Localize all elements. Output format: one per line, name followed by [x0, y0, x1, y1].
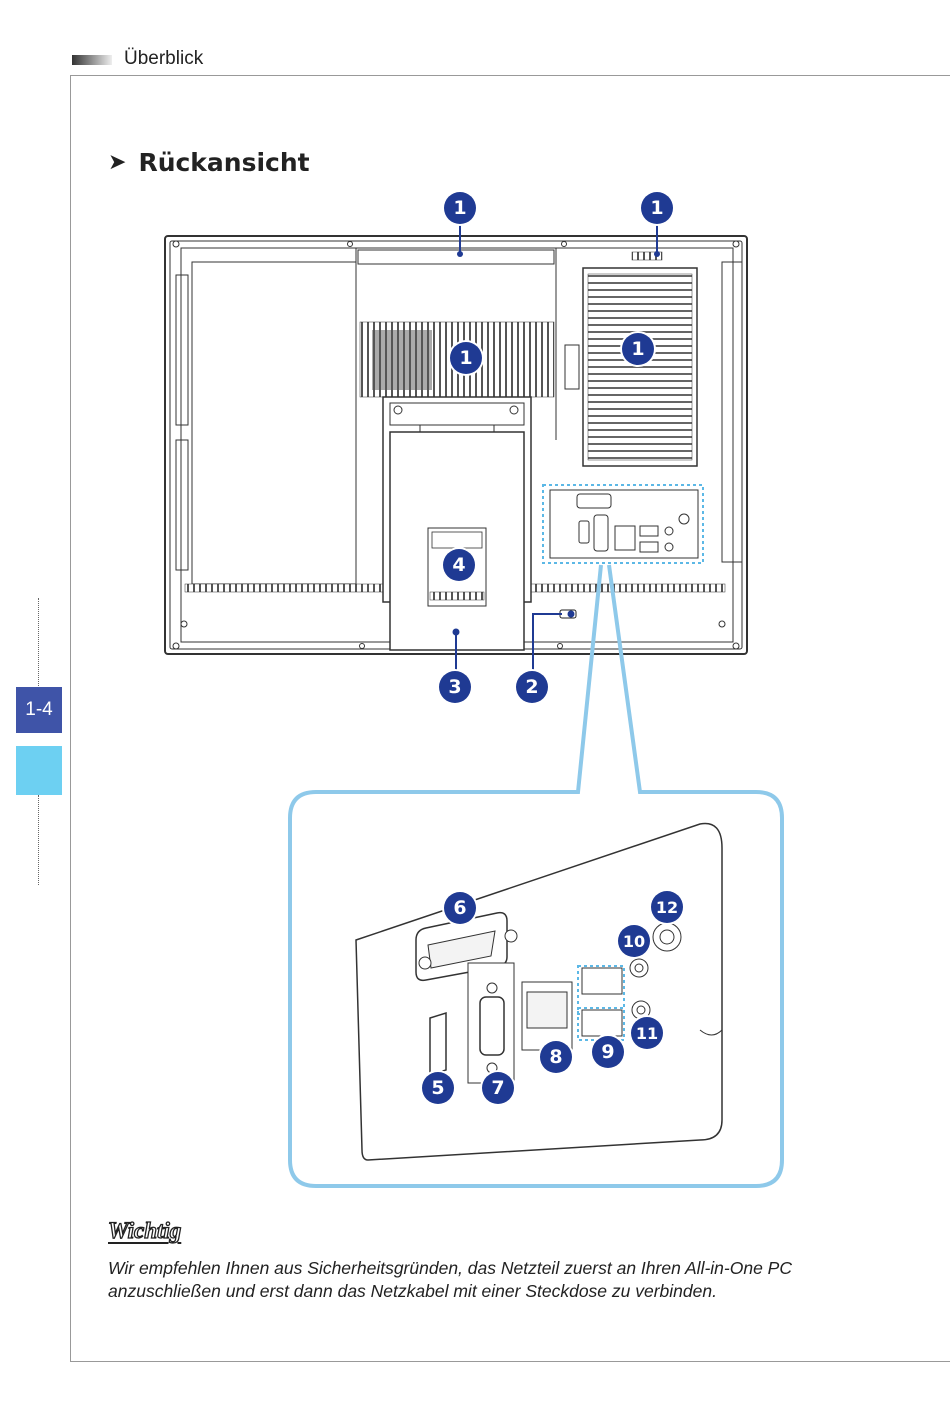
chapter-color-tab: [16, 746, 62, 795]
sidebar-dotted-line-bottom: [38, 795, 39, 885]
callout-badge-rear-5: 3: [439, 671, 471, 703]
page-frame-left: [70, 75, 71, 1362]
chevron-right-icon: ➤: [108, 150, 127, 175]
zoom-callout-frame: [288, 564, 784, 1188]
callout-badge-rear-1: 1: [641, 192, 673, 224]
callout-badge-rear-4: 4: [443, 549, 475, 581]
section-title: Rückansicht: [138, 148, 310, 177]
callout-badge-detail-2: 10: [618, 925, 650, 957]
note-text: Wir empfehlen Ihnen aus Sicherheitsgründ…: [108, 1258, 792, 1301]
page-frame-bottom: [70, 1361, 950, 1362]
io-panel-small: [542, 484, 704, 564]
callout-badge-rear-0: 1: [444, 192, 476, 224]
callout-badge-detail-5: 8: [540, 1041, 572, 1073]
header-section-title: Überblick: [124, 48, 204, 69]
callout-badge-rear-6: 2: [516, 671, 548, 703]
callout-badge-detail-4: 9: [592, 1036, 624, 1068]
callout-badge-rear-2: 1: [450, 342, 482, 374]
callout-badge-detail-7: 5: [422, 1072, 454, 1104]
header-gradient-bar: [72, 55, 112, 65]
monitor-stand: [382, 396, 532, 651]
io-panel-detail: [355, 822, 723, 1161]
callout-badge-detail-3: 11: [631, 1017, 663, 1049]
note-title: Wichtig: [107, 1217, 182, 1243]
section-heading: ➤ Rückansicht: [108, 148, 310, 177]
callout-badge-detail-6: 7: [482, 1072, 514, 1104]
page-frame-top: [70, 75, 950, 76]
callout-badge-rear-3: 1: [622, 333, 654, 365]
page-number-tab: 1-4: [16, 687, 62, 733]
callout-badge-detail-1: 12: [651, 891, 683, 923]
sidebar-dotted-line-top: [38, 598, 39, 688]
callout-badge-detail-0: 6: [444, 892, 476, 924]
